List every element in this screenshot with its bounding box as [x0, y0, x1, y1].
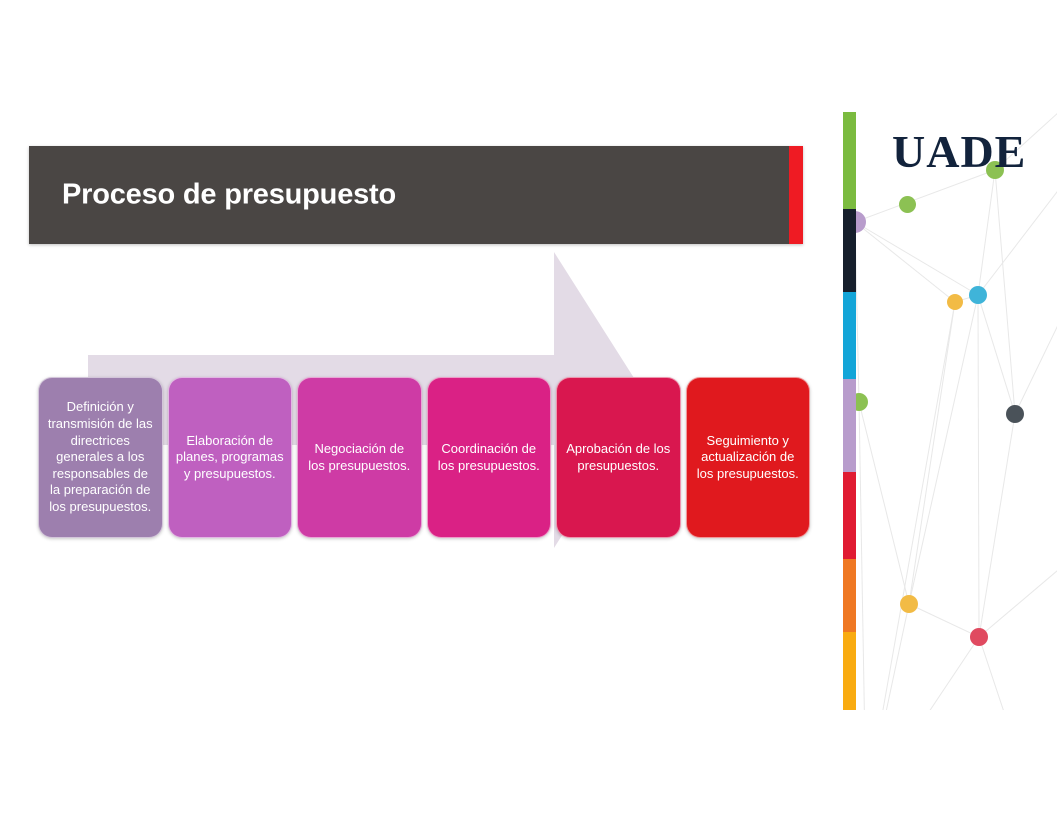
uade-logo: UADE [892, 129, 1057, 221]
process-step-2-label: Elaboración de planes, programas y presu… [175, 432, 284, 481]
process-step-6-label: Seguimiento y actualización de los presu… [696, 432, 799, 481]
process-step-2[interactable]: Elaboración de planes, programas y presu… [167, 377, 292, 538]
network-graphic [844, 113, 1057, 710]
node-crimson [970, 628, 988, 646]
color-bar-segment-red [843, 471, 856, 560]
color-bar-segment-amber [843, 632, 856, 710]
process-step-5[interactable]: Aprobación de los presupuestos. [556, 377, 681, 538]
process-step-3-label: Negociación de los presupuestos. [308, 440, 411, 473]
node-amber-lower [900, 595, 918, 613]
process-step-4-label: Coordinación de los presupuestos. [437, 440, 540, 473]
process-step-4[interactable]: Coordinación de los presupuestos. [426, 377, 551, 538]
brand-color-bar [843, 112, 856, 710]
process-step-5-label: Aprobación de los presupuestos. [566, 440, 671, 473]
process-step-1-label: Definición y transmisión de las directri… [47, 399, 153, 515]
color-bar-segment-lilac [843, 379, 856, 472]
branding-panel: UADE [843, 112, 1057, 710]
node-slate-right [1006, 405, 1024, 423]
page-title: Proceso de presupuesto [62, 178, 397, 211]
node-green-top [986, 161, 1004, 179]
slide-title-bar: Proceso de presupuesto [29, 146, 803, 244]
title-accent-stripe [789, 146, 803, 244]
node-amber-mid [947, 294, 963, 310]
color-bar-segment-dark-navy [843, 209, 856, 292]
process-step-6[interactable]: Seguimiento y actualización de los presu… [685, 377, 810, 538]
process-step-1[interactable]: Definición y transmisión de las directri… [38, 377, 163, 538]
process-steps-row: Definición y transmisión de las directri… [38, 377, 810, 538]
uade-logo-dot-icon [899, 196, 916, 213]
uade-logo-text: UADE [892, 126, 1027, 177]
node-cyan-mid [969, 286, 987, 304]
color-bar-segment-green [843, 112, 856, 210]
process-step-3[interactable]: Negociación de los presupuestos. [297, 377, 422, 538]
color-bar-segment-cyan [843, 291, 856, 380]
color-bar-segment-orange [843, 559, 856, 633]
